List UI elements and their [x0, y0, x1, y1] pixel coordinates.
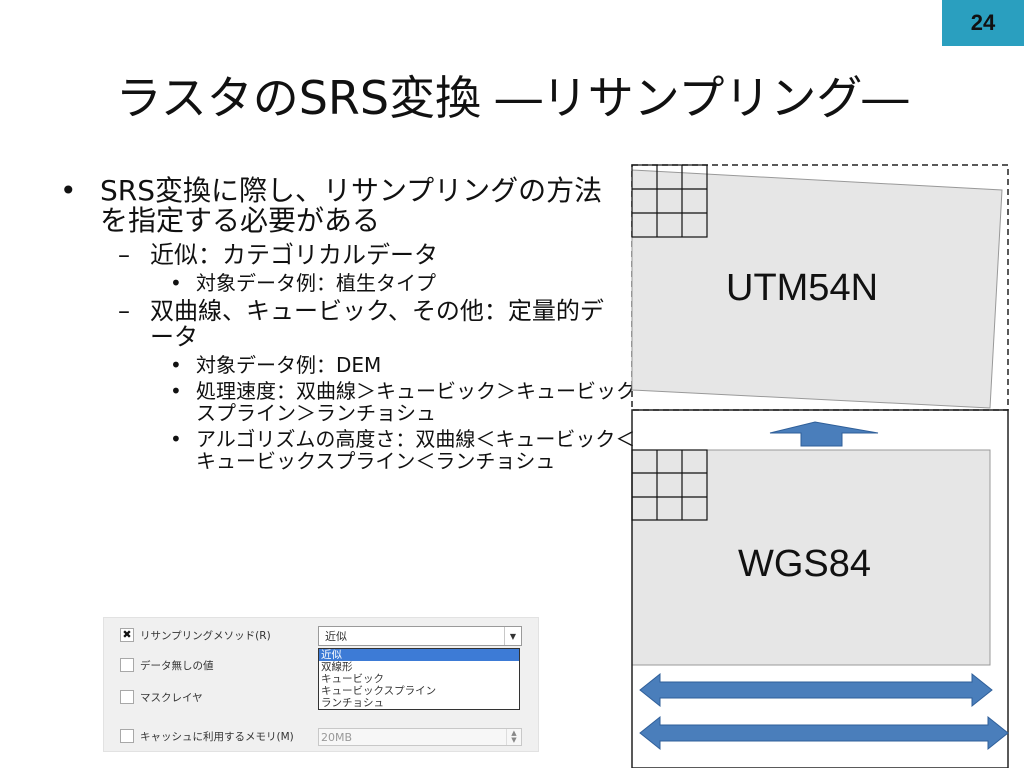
nodata-checkbox[interactable]: [120, 658, 134, 672]
chevron-down-icon[interactable]: ▼: [504, 627, 521, 645]
bullet-text: アルゴリズムの高度さ：双曲線＜キュービック＜キュービックスプライン＜ランチョシュ: [196, 427, 636, 473]
dropdown-option[interactable]: 双線形: [321, 661, 353, 673]
reprojection-diagram: UTM54N WGS84: [620, 160, 1024, 768]
bullet-item: • 対象データ例：DEM: [58, 354, 636, 376]
dropdown-option[interactable]: キュービックスプライン: [321, 685, 437, 697]
resampling-method-select[interactable]: 近似 ▼: [318, 626, 522, 646]
width-arrow-wgs-icon: [639, 672, 993, 708]
bullet-marker: –: [118, 241, 130, 269]
dropdown-option[interactable]: 近似: [319, 649, 519, 661]
wgs-cell-grid: [631, 449, 708, 521]
reprojection-diagram-graphic: [631, 164, 1009, 768]
slide-title: ラスタのSRS変換 ―リサンプリング―: [115, 71, 909, 125]
utm-raster: [631, 169, 1003, 409]
dropdown-option[interactable]: キュービック: [321, 673, 384, 685]
bullet-list: • SRS変換に際し、リサンプリングの方法を指定する必要がある – 近似：カテゴ…: [58, 176, 636, 476]
mask-row: マスクレイヤ: [120, 688, 203, 706]
mask-label: マスクレイヤ: [140, 691, 203, 704]
cache-label: キャッシュに利用するメモリ(M): [140, 730, 294, 743]
utm-label: UTM54N: [726, 267, 879, 309]
resampling-row: ✖ リサンプリングメソッド(R): [120, 626, 271, 644]
resampling-checkbox[interactable]: ✖: [120, 628, 134, 642]
bullet-item: • 処理速度：双曲線＞キュービック＞キュービックスプライン＞ランチョシュ: [58, 380, 636, 424]
page-number: 24: [942, 0, 1024, 46]
bullet-text: 双曲線、キュービック、その他：定量的データ: [150, 297, 604, 351]
cache-memory-value: 20MB: [321, 730, 353, 744]
bullet-marker: •: [170, 271, 182, 295]
dropdown-option[interactable]: ランチョシュ: [321, 697, 384, 709]
wgs-label: WGS84: [738, 543, 872, 585]
spin-up-icon[interactable]: ▲: [511, 729, 517, 737]
resampling-options-panel: ✖ リサンプリングメソッド(R) 近似 ▼ 近似 双線形 キュービック キュービ…: [103, 617, 539, 752]
cache-checkbox[interactable]: [120, 729, 134, 743]
arrow-up-icon: [769, 421, 879, 447]
mask-checkbox[interactable]: [120, 690, 134, 704]
bullet-item: • アルゴリズムの高度さ：双曲線＜キュービック＜キュービックスプライン＜ランチョ…: [58, 428, 636, 472]
bullet-marker: •: [170, 379, 182, 403]
bullet-marker: •: [170, 427, 182, 451]
spin-buttons[interactable]: ▲ ▼: [506, 729, 521, 745]
width-arrow-utm-icon: [639, 715, 1009, 751]
resampling-method-value: 近似: [325, 630, 347, 643]
cache-memory-input[interactable]: 20MB ▲ ▼: [318, 728, 522, 746]
bullet-text: 処理速度：双曲線＞キュービック＞キュービックスプライン＞ランチョシュ: [196, 379, 636, 425]
bullet-item: • 対象データ例：植生タイプ: [58, 272, 636, 294]
nodata-label: データ無しの値: [140, 659, 214, 672]
bullet-item: – 近似：カテゴリカルデータ: [58, 242, 618, 268]
cache-row: キャッシュに利用するメモリ(M): [120, 727, 294, 745]
bullet-marker: •: [60, 174, 77, 207]
wgs-raster: [631, 449, 991, 666]
wgs-extent-frame: [631, 409, 1009, 768]
resampling-label: リサンプリングメソッド(R): [140, 629, 271, 642]
spin-down-icon[interactable]: ▼: [511, 736, 517, 744]
resampling-method-dropdown: 近似 双線形 キュービック キュービックスプライン ランチョシュ: [318, 648, 520, 710]
bullet-marker: •: [170, 353, 182, 377]
utm-cell-grid: [631, 164, 708, 238]
bullet-text: 対象データ例：DEM: [196, 353, 382, 377]
bullet-text: 近似：カテゴリカルデータ: [150, 241, 438, 269]
bullet-marker: –: [118, 297, 130, 325]
bullet-item: – 双曲線、キュービック、その他：定量的データ: [58, 298, 620, 350]
bullet-item: • SRS変換に際し、リサンプリングの方法を指定する必要がある: [58, 176, 618, 236]
bullet-text: SRS変換に際し、リサンプリングの方法を指定する必要がある: [100, 174, 603, 237]
bullet-text: 対象データ例：植生タイプ: [196, 271, 436, 295]
nodata-row: データ無しの値: [120, 656, 214, 674]
